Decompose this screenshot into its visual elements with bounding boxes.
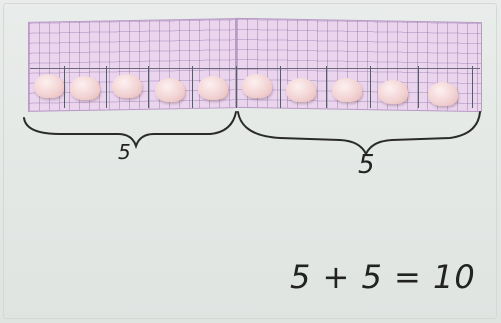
bead (34, 74, 64, 98)
bead (286, 78, 316, 102)
bead (332, 78, 362, 102)
bead (242, 74, 272, 98)
bead (378, 80, 408, 104)
compartment-divider (326, 66, 327, 108)
right-brace (237, 111, 481, 157)
compartment-divider (106, 66, 107, 108)
left-brace (23, 111, 237, 150)
compartment-divider (472, 66, 473, 108)
compartment-divider (418, 66, 419, 108)
bead (428, 82, 458, 106)
compartment-divider (280, 66, 281, 108)
compartment-divider (236, 66, 237, 108)
bead (70, 76, 100, 100)
left-group-count: 5 (118, 140, 131, 164)
addition-equation: 5 + 5 = 10 (290, 258, 476, 296)
right-group-count: 5 (358, 150, 375, 180)
compartment-divider (64, 66, 65, 108)
compartment-divider (192, 66, 193, 108)
compartment-divider (148, 66, 149, 108)
bead (155, 78, 185, 102)
bead (112, 74, 142, 98)
compartment-top-line (30, 68, 480, 69)
bead (198, 76, 228, 100)
photo-frame (3, 3, 497, 319)
compartment-divider (370, 66, 371, 108)
